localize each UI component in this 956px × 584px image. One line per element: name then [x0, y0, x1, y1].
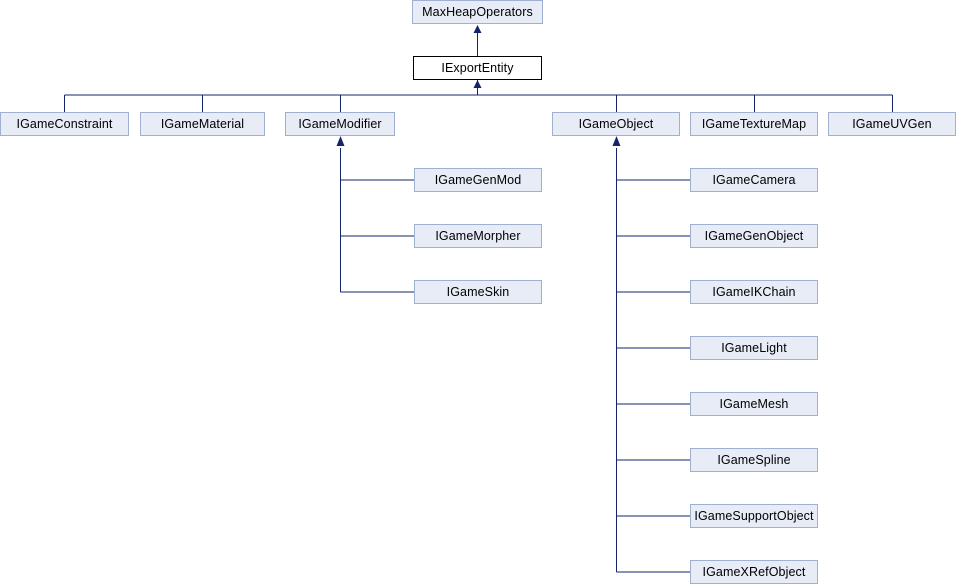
arrowhead-maxheapoperators — [473, 25, 482, 33]
class-node-igameconstraint[interactable]: IGameConstraint — [0, 112, 129, 136]
class-node-igamesupportobject[interactable]: IGameSupportObject — [690, 504, 818, 528]
class-node-igamegenobject[interactable]: IGameGenObject — [690, 224, 818, 248]
class-node-igameuvgen[interactable]: IGameUVGen — [828, 112, 956, 136]
class-node-igamexrefobject[interactable]: IGameXRefObject — [690, 560, 818, 584]
class-node-igamematerial[interactable]: IGameMaterial — [140, 112, 265, 136]
class-node-igametexturemap[interactable]: IGameTextureMap — [690, 112, 818, 136]
class-node-maxheapoperators[interactable]: MaxHeapOperators — [412, 0, 543, 24]
class-node-igameikchain[interactable]: IGameIKChain — [690, 280, 818, 304]
arrowhead-igamemodifier — [336, 136, 345, 146]
arrowhead-igameobject — [612, 136, 621, 146]
class-node-igamemesh[interactable]: IGameMesh — [690, 392, 818, 416]
class-node-igamegenmod[interactable]: IGameGenMod — [414, 168, 542, 192]
arrowhead-iexportentity — [473, 80, 482, 88]
class-node-iexportentity[interactable]: IExportEntity — [413, 56, 542, 80]
class-node-igamespline[interactable]: IGameSpline — [690, 448, 818, 472]
class-node-igamecamera[interactable]: IGameCamera — [690, 168, 818, 192]
class-node-igameobject[interactable]: IGameObject — [552, 112, 680, 136]
class-node-igamemorpher[interactable]: IGameMorpher — [414, 224, 542, 248]
class-node-igamemodifier[interactable]: IGameModifier — [285, 112, 395, 136]
class-node-igamelight[interactable]: IGameLight — [690, 336, 818, 360]
class-node-igameskin[interactable]: IGameSkin — [414, 280, 542, 304]
